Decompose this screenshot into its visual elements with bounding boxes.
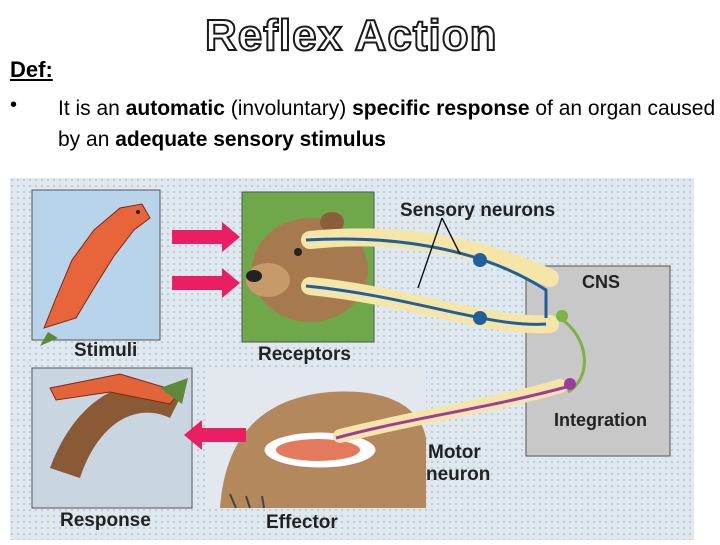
slide-title: Reflex Action: [204, 11, 498, 60]
stimuli-image: [31, 189, 161, 346]
stimulus-arrow: [172, 222, 240, 252]
reflex-arc-illustration: Sensory neurons CNS Stimuli Receptors In…: [10, 178, 694, 540]
definition-part: It is an: [58, 97, 126, 120]
definition-label: Def:: [10, 57, 53, 82]
receptors-image: [241, 191, 375, 343]
stimulus-arrow: [172, 268, 240, 298]
cns-label: CNS: [582, 272, 620, 292]
definition-part: (involuntary): [224, 97, 353, 120]
sensory-neuron: [305, 284, 547, 326]
label-leader-line: [417, 217, 443, 289]
interneuron-synapse: [556, 310, 568, 322]
sensory-neuron-cell-body: [473, 311, 487, 325]
bullet-marker: •: [10, 94, 18, 116]
cns-box: [525, 265, 671, 457]
motor-neuron-cell-body: [564, 378, 576, 390]
reflex-arc-diagram: Sensory neurons CNS Stimuli Receptors In…: [10, 178, 694, 540]
sensory-neuron: [305, 237, 548, 318]
definition-term-specific-response: specific response: [352, 97, 530, 120]
effector-label: Effector: [266, 512, 338, 533]
definition-text: It is an automatic (involuntary) specifi…: [58, 93, 720, 155]
motor-label: Motor: [428, 442, 481, 463]
receptors-label: Receptors: [258, 344, 351, 365]
label-leader-line: [441, 217, 461, 255]
definition-term-adequate-stimulus: adequate sensory stimulus: [115, 128, 386, 151]
sensory-neurons-label: Sensory neurons: [400, 200, 555, 221]
definition-term-automatic: automatic: [125, 97, 225, 120]
response-label: Response: [60, 510, 151, 531]
definition-part: of an organ caused by an: [58, 97, 716, 151]
response-image: [31, 367, 193, 509]
response-arrow: [184, 420, 246, 450]
integration-label: Integration: [554, 410, 647, 430]
stimuli-label: Stimuli: [74, 340, 137, 361]
neuron-label: neuron: [426, 464, 490, 485]
motor-neuron: [335, 384, 571, 440]
sensory-neuron-cell-body: [473, 253, 487, 267]
